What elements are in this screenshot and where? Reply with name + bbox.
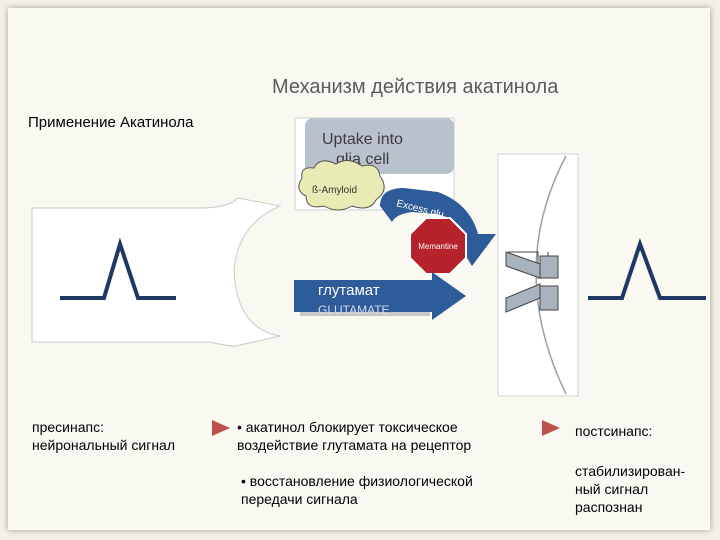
glutamate-label-ru: глутамат — [318, 282, 380, 299]
presynapse-caption-line1: пресинапс: — [32, 419, 104, 435]
uptake-label-1: Uptake into — [322, 131, 403, 148]
postsynapse-caption: постсинапс: — [575, 423, 653, 439]
stabilized-caption: стабилизирован- ный сигнал распознан — [575, 462, 685, 516]
page-title: Механизм действия акатинола — [272, 76, 559, 98]
glutamate-arrow — [294, 272, 466, 320]
receptor-lower-fill — [505, 283, 541, 313]
pointer-triangle-2 — [542, 420, 560, 436]
stabilized-line3: распознан — [575, 499, 643, 515]
amyloid-cloud — [298, 160, 385, 211]
uptake-box — [305, 118, 454, 174]
bullet-2-line1: • восстановление физиологической — [241, 473, 473, 489]
bullet-block-2: • восстановление физиологической передач… — [241, 472, 473, 508]
bullet-block-1: • акатинол блокирует токсическое воздейс… — [237, 418, 471, 454]
presynaptic-neuron — [31, 197, 282, 347]
pointer-triangle-1 — [212, 420, 230, 436]
presynapse-caption-line2: нейрональный сигнал — [32, 437, 176, 453]
presynapse-caption: пресинапс: нейрональный сигнал — [32, 418, 175, 454]
stabilized-line1: стабилизирован- — [575, 463, 686, 479]
glutamate-label-en: GLUTAMATE — [318, 303, 390, 317]
receptor-lower-block — [539, 285, 559, 311]
memantine-stop-sign — [409, 217, 467, 275]
postsynaptic-signal — [588, 237, 706, 300]
amyloid-label: ß-Amyloid — [312, 185, 357, 196]
bullet-1-line2: воздействие глутамата на рецептор — [237, 437, 472, 453]
receptor-upper-block — [539, 255, 559, 279]
presynaptic-signal — [60, 237, 176, 300]
bullet-2-line2: передачи сигнала — [241, 491, 358, 507]
bullet-1-line1: • акатинол блокирует токсическое — [237, 419, 458, 435]
memantine-label: Memantine — [418, 242, 458, 251]
stabilized-line2: ный сигнал — [575, 481, 649, 497]
section-subtitle: Применение Акатинола — [28, 114, 194, 131]
